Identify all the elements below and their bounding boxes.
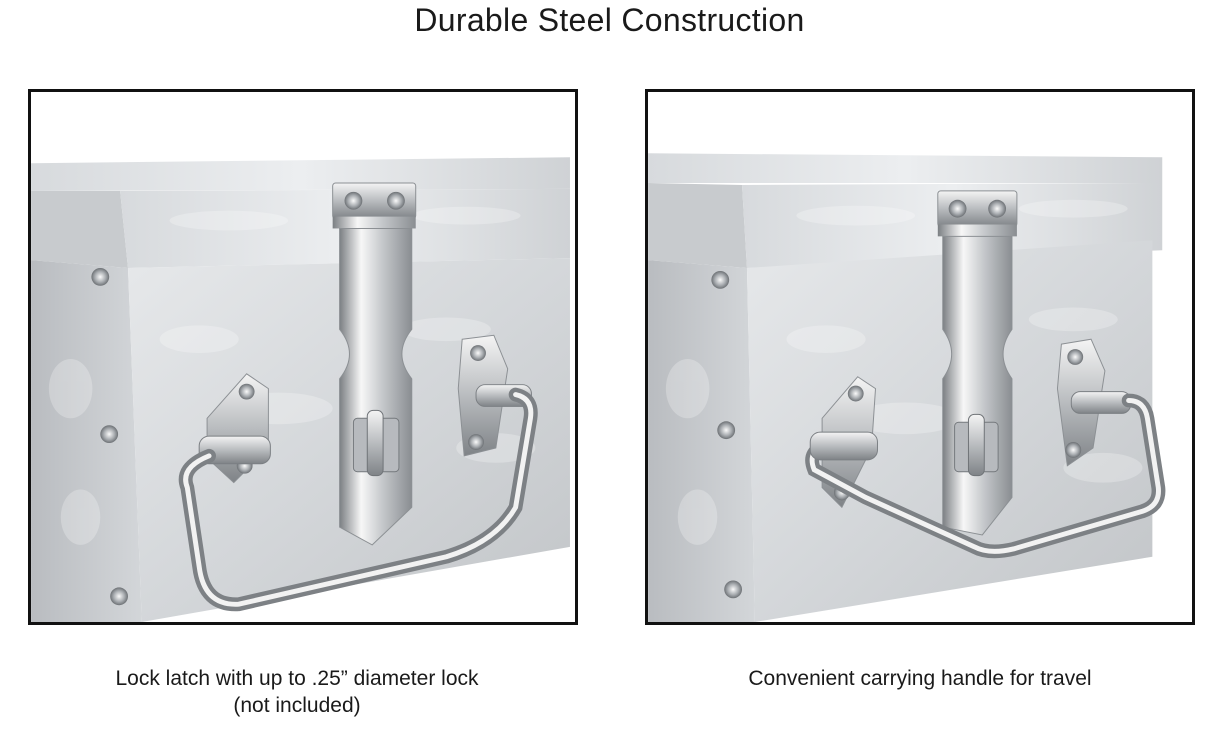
bolt-icon: [100, 425, 119, 444]
bolt-icon: [717, 421, 736, 440]
bolt-icon: [110, 587, 128, 606]
bolt-icon: [724, 580, 743, 599]
caption-line: Lock latch with up to .25” diameter lock: [115, 667, 479, 690]
product-photo-carrying-handle: [645, 89, 1195, 625]
bolt-icon: [711, 270, 730, 289]
caption-carrying-handle: Convenient carrying handle for travel: [645, 665, 1195, 692]
caption-line: Convenient carrying handle for travel: [748, 667, 1092, 690]
product-photo-lock-latch: [28, 89, 578, 625]
page-title: Durable Steel Construction: [414, 2, 805, 38]
hasp-plate: [339, 227, 413, 546]
carrying-handle-illustration: [648, 153, 1166, 622]
caption-lock-latch: Lock latch with up to .25” diameter lock…: [28, 665, 566, 719]
lock-latch-illustration: [31, 157, 570, 622]
bolt-icon: [91, 268, 110, 286]
caption-line: (not included): [233, 694, 361, 717]
